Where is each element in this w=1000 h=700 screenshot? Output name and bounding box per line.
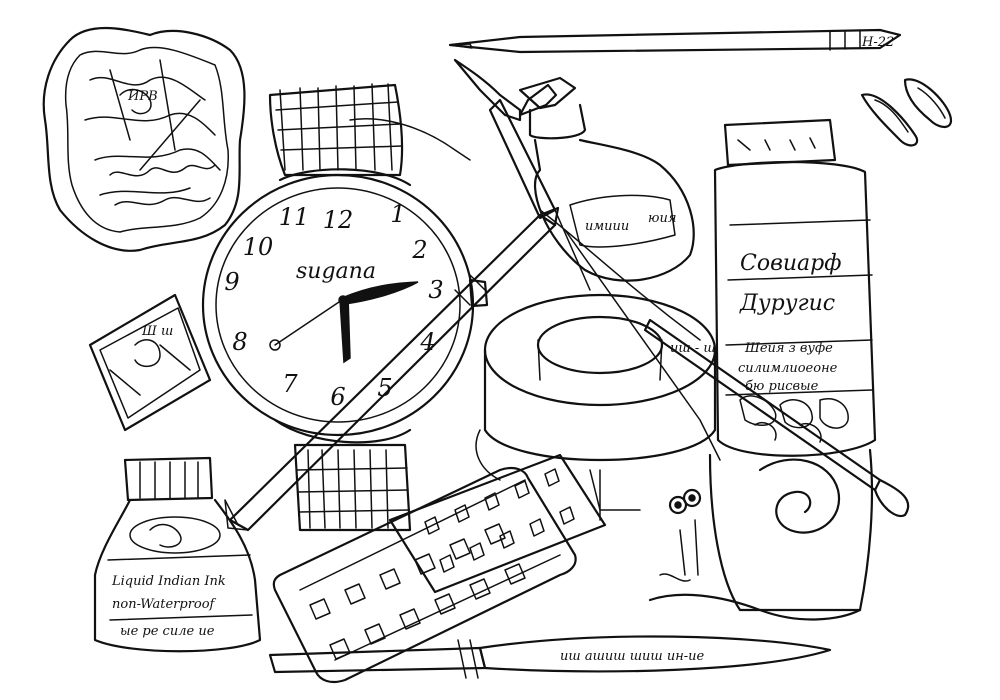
- snail-eye-right: [682, 488, 702, 508]
- can-text-1: Шеия з вуфе: [744, 341, 833, 356]
- snail-eye-left: [668, 495, 688, 515]
- watch-hour-hand: [339, 294, 351, 364]
- numeral-3: 3: [428, 276, 443, 304]
- crumpled-wrapper: ИРВ: [42, 27, 246, 252]
- knife: иш ашиш шиш ин-ие: [268, 635, 832, 679]
- watch-second-hand: [274, 299, 343, 346]
- watch-case-bottom: [273, 418, 412, 444]
- long-pencil: H-22: [448, 28, 902, 54]
- knife-handle: [268, 646, 487, 674]
- watch-numerals: 12 1 2 3 4 5 6 7 8 9 10 11: [224, 200, 443, 411]
- wrapper-tag: ИРВ: [127, 89, 158, 104]
- numeral-9: 9: [224, 268, 239, 296]
- can-text-2: силимлиоеоне: [738, 361, 838, 376]
- watch-brand: sugana: [296, 259, 376, 284]
- diagonal-pencil: [224, 206, 560, 532]
- package-stamp: Ш ш: [141, 324, 173, 339]
- can-text-3: бю рисвые: [745, 379, 819, 394]
- numeral-5: 5: [377, 374, 392, 402]
- knife-blade: [478, 635, 832, 673]
- wristwatch: 12 1 2 3 4 5 6 7 8 9 10 11 sugana: [201, 83, 489, 532]
- pencil-tag: H-22: [861, 35, 894, 50]
- dropper-bottle: имиии юия: [518, 76, 695, 282]
- numeral-2: 2: [411, 236, 427, 264]
- ink-bottle-line-2: non-Waterproof: [112, 597, 217, 612]
- ink-bottle-line-3: ые ре силе ие: [120, 624, 215, 639]
- watch-center-pin: [338, 295, 348, 305]
- watch-crown: [468, 278, 489, 308]
- dropper-bottle-label: имиии: [585, 219, 629, 234]
- numeral-8: 8: [232, 328, 247, 356]
- watch-strap-lower: [293, 443, 412, 532]
- ink-bottle-line-1: Liquid Indian Ink: [111, 574, 226, 589]
- ink-bottle-cap: [123, 456, 214, 502]
- ink-bottle: Liquid Indian Ink non-Waterproof ые ре с…: [93, 456, 262, 653]
- hair-clips: [860, 78, 953, 147]
- dropper-bottle-label-small: юия: [648, 211, 676, 226]
- pickle-can: Совиарф Дуругис Шеия з вуфе силимлиоеоне…: [713, 118, 877, 457]
- scribble-lines: [349, 118, 721, 511]
- tape-roll: [475, 293, 717, 521]
- watch-minute-hand: [340, 281, 419, 305]
- numeral-1: 1: [390, 200, 405, 228]
- numeral-12: 12: [323, 206, 354, 234]
- blister-pack-front: [272, 466, 577, 684]
- numeral-10: 10: [243, 233, 274, 261]
- knife-text: иш ашиш шиш ин-ие: [560, 649, 705, 664]
- snail: [648, 448, 874, 621]
- numeral-7: 7: [282, 370, 298, 398]
- watch-dial: [215, 187, 461, 423]
- watch-second-hand-tail: [269, 339, 281, 351]
- long-brush: иш - ш: [643, 318, 910, 518]
- small-package: Ш ш: [88, 293, 212, 432]
- numeral-11: 11: [279, 203, 310, 231]
- can-title-2: Дуругис: [739, 291, 835, 316]
- brush-handle-text: иш - ш: [670, 341, 716, 356]
- watch-strap-upper: [268, 83, 404, 177]
- watch-case-top: [278, 168, 412, 187]
- can-title-1: Совиарф: [740, 251, 841, 276]
- blister-pack-back: [388, 453, 607, 594]
- numeral-6: 6: [330, 383, 345, 411]
